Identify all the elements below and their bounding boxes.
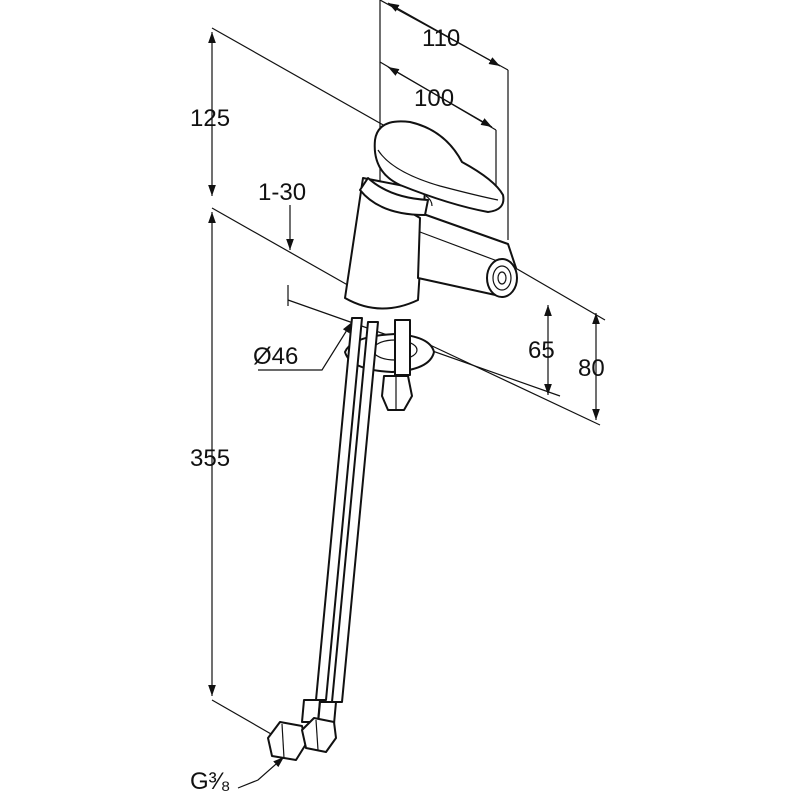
- label-width-100: 100: [414, 85, 454, 112]
- label-height-125: 125: [190, 105, 230, 132]
- faucet: [267, 120, 518, 761]
- hose-right: [331, 321, 379, 703]
- label-height-80: 80: [578, 355, 605, 382]
- dimension-labels: 110 100 125 1-30 Ø46 65 80 355 G³⁄₈: [190, 25, 605, 795]
- label-tilt: 1-30: [258, 179, 306, 206]
- body-collar: [359, 177, 429, 216]
- hose-left: [315, 317, 363, 701]
- dim-leader-diameter: [258, 321, 353, 371]
- label-width-110: 110: [422, 25, 460, 52]
- dim-line-100: [387, 66, 493, 128]
- dimension-lines: [208, 2, 600, 789]
- hose-nut-right: [301, 717, 337, 753]
- label-hose-355: 355: [190, 445, 230, 472]
- dim-leader-thread: [237, 756, 285, 789]
- dim-line-110: [387, 2, 501, 67]
- lever-handle: [373, 120, 505, 213]
- hose-nut-left: [267, 721, 307, 761]
- label-diameter: Ø46: [253, 343, 298, 370]
- mounting-stud: [394, 319, 411, 376]
- label-height-65: 65: [528, 337, 555, 364]
- label-thread: G³⁄₈: [190, 768, 231, 795]
- mounting-nut: [381, 375, 413, 411]
